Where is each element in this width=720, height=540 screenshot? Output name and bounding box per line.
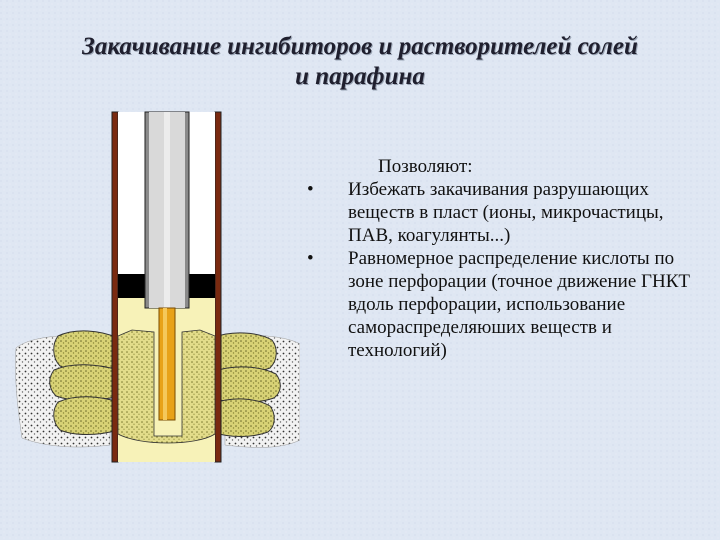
wellbore-sand-fill <box>117 329 216 444</box>
perforation-right-2 <box>211 366 281 403</box>
casing-left-wall <box>111 111 119 463</box>
bullet-item-2: • Равномерное распределение кислоты по з… <box>300 247 700 362</box>
perforation-right-3 <box>211 398 275 437</box>
intro-text: Позволяют: <box>378 156 473 177</box>
title-line-2: и парафина <box>295 63 425 90</box>
bullet-item-1: • Избежать закачивания разрушающих вещес… <box>300 178 700 247</box>
casing-right-wall <box>214 111 222 463</box>
perforation-left-2 <box>49 364 119 401</box>
title-line-1: Закачивание ингибиторов и растворителей … <box>82 33 638 60</box>
perforation-left-3 <box>53 396 119 435</box>
bullet-text: Равномерное распределение кислоты по зон… <box>348 248 690 361</box>
slide-title: Закачивание ингибиторов и растворителей … <box>20 32 700 92</box>
bullet-text: Избежать закачивания разрушающих веществ… <box>348 179 664 246</box>
text-block: Позволяют: • Избежать закачивания разруш… <box>300 155 700 362</box>
bullet-marker: • <box>307 179 314 200</box>
well-diagram <box>15 111 300 463</box>
bullet-marker: • <box>307 248 314 269</box>
